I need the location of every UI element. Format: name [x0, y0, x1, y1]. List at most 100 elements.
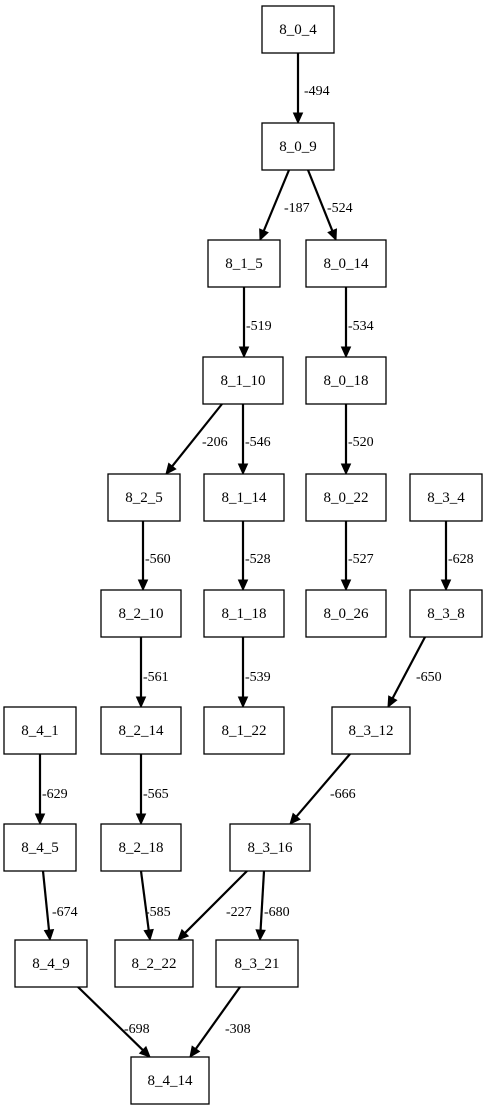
- edge-line: [139, 870, 150, 931]
- node-label: 8_1_22: [222, 723, 267, 739]
- node-8_0_18: 8_0_18: [305, 356, 387, 405]
- node-box: [409, 473, 483, 522]
- node-box: [130, 1056, 210, 1105]
- arrowhead-icon: [135, 696, 147, 709]
- node-label: 8_1_18: [222, 606, 267, 622]
- node-label: 8_4_5: [21, 840, 59, 856]
- node-box: [107, 473, 181, 522]
- edge-8_3_21-to-8_4_14: -308: [189, 986, 251, 1058]
- node-box: [305, 356, 387, 405]
- edge-8_1_5-to-8_1_10: -519: [238, 287, 272, 359]
- edge-8_2_14-to-8_2_18: -565: [135, 754, 169, 826]
- arrowhead-icon: [340, 463, 352, 476]
- edge-weight-label: -187: [284, 201, 310, 216]
- node-box: [207, 239, 281, 288]
- node-label: 8_3_8: [427, 606, 465, 622]
- node-8_2_10: 8_2_10: [100, 589, 182, 638]
- edge-8_3_16-to-8_3_21: -680: [255, 870, 290, 942]
- node-8_2_22: 8_2_22: [114, 939, 194, 988]
- node-box: [202, 356, 284, 405]
- arrowhead-icon: [135, 813, 147, 826]
- edge-weight-label: -227: [226, 905, 252, 920]
- edge-line: [262, 169, 291, 232]
- node-8_0_22: 8_0_22: [305, 473, 387, 522]
- node-8_1_10: 8_1_10: [202, 356, 284, 405]
- node-8_4_1: 8_4_1: [3, 706, 77, 755]
- node-box: [3, 706, 77, 755]
- node-8_4_5: 8_4_5: [3, 823, 77, 872]
- node-8_1_5: 8_1_5: [207, 239, 281, 288]
- edge-line: [306, 169, 334, 232]
- edge-line: [295, 753, 351, 818]
- node-label: 8_0_9: [279, 139, 317, 155]
- node-8_0_14: 8_0_14: [305, 239, 387, 288]
- node-label: 8_0_18: [324, 373, 369, 389]
- edge-8_3_16-to-8_2_22: -227: [177, 870, 252, 941]
- edge-line: [41, 870, 51, 931]
- arrowhead-icon: [143, 928, 154, 942]
- node-box: [14, 939, 88, 988]
- arrowhead-icon: [387, 695, 398, 709]
- arrowhead-icon: [327, 228, 337, 242]
- node-8_3_12: 8_3_12: [331, 706, 411, 755]
- node-8_1_22: 8_1_22: [203, 706, 285, 755]
- arrowhead-icon: [340, 579, 352, 592]
- node-label: 8_4_9: [32, 956, 70, 972]
- edge-weight-label: -519: [246, 319, 272, 334]
- edge-line: [171, 403, 223, 467]
- node-8_3_8: 8_3_8: [409, 589, 483, 638]
- arrowhead-icon: [34, 813, 46, 826]
- edge-weight-label: -494: [304, 84, 330, 99]
- node-box: [409, 589, 483, 638]
- node-label: 8_1_10: [221, 373, 266, 389]
- edge-line: [77, 986, 144, 1051]
- node-label: 8_3_12: [349, 723, 394, 739]
- edge-weight-label: -520: [348, 435, 374, 450]
- edge-weight-label: -560: [145, 552, 171, 567]
- edge-8_2_10-to-8_2_14: -561: [135, 637, 169, 709]
- edge-weight-label: -628: [448, 552, 474, 567]
- node-label: 8_0_4: [279, 22, 317, 38]
- node-box: [100, 589, 182, 638]
- edge-8_3_8-to-8_3_12: -650: [387, 636, 442, 709]
- node-box: [203, 473, 285, 522]
- node-label: 8_3_21: [235, 956, 280, 972]
- edge-8_0_9-to-8_1_5: -187: [259, 169, 310, 242]
- node-label: 8_2_5: [125, 490, 163, 506]
- edge-8_2_5-to-8_2_10: -560: [137, 521, 171, 592]
- arrowhead-icon: [259, 228, 269, 242]
- edge-8_1_14-to-8_1_18: -528: [237, 521, 271, 592]
- edge-weight-label: -585: [145, 905, 171, 920]
- node-label: 8_2_18: [119, 840, 164, 856]
- edges-layer: -494-187-524-519-534-206-546-520-560-528…: [34, 53, 474, 1058]
- arrowhead-icon: [137, 579, 149, 592]
- edge-8_0_9-to-8_0_14: -524: [306, 169, 353, 242]
- node-8_3_16: 8_3_16: [229, 823, 311, 872]
- arrowhead-icon: [43, 929, 55, 942]
- node-8_1_18: 8_1_18: [203, 589, 285, 638]
- edge-weight-label: -528: [245, 552, 271, 567]
- node-box: [305, 239, 387, 288]
- node-8_2_18: 8_2_18: [100, 823, 182, 872]
- node-label: 8_3_4: [427, 490, 465, 506]
- edge-8_1_18-to-8_1_22: -539: [237, 637, 271, 709]
- edge-weight-label: -524: [327, 201, 353, 216]
- node-box: [261, 5, 335, 54]
- node-label: 8_0_26: [324, 606, 370, 622]
- node-box: [203, 589, 285, 638]
- edge-weight-label: -680: [264, 905, 290, 920]
- arrowhead-icon: [189, 1045, 201, 1058]
- edge-8_4_5-to-8_4_9: -674: [41, 870, 78, 942]
- node-box: [100, 706, 182, 755]
- arrowhead-icon: [237, 696, 249, 709]
- node-label: 8_2_14: [119, 723, 165, 739]
- edge-line: [259, 870, 266, 931]
- node-box: [229, 823, 311, 872]
- arrowhead-icon: [238, 346, 250, 359]
- node-label: 8_3_16: [248, 840, 294, 856]
- node-label: 8_4_14: [148, 1073, 194, 1089]
- edge-weight-label: -546: [245, 435, 271, 450]
- arrowhead-icon: [237, 579, 249, 592]
- node-box: [305, 589, 387, 638]
- arrowhead-icon: [440, 579, 452, 592]
